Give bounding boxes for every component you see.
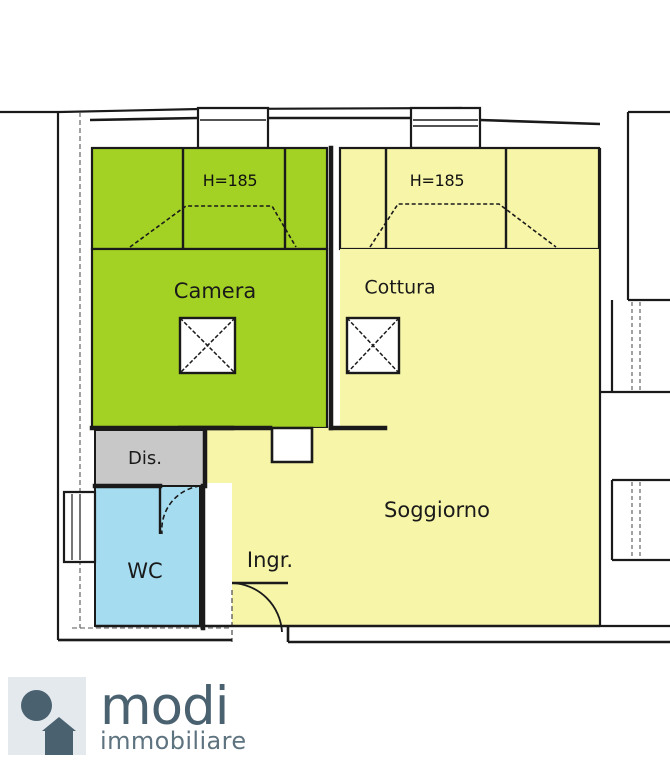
room-label-camera: Camera [174,279,256,303]
camera-niche-dividers [181,148,287,249]
living-area-fill [205,249,600,626]
brand-logo: modi immobiliare [8,668,278,764]
room-label-disimpegno: Dis. [128,448,162,469]
top-alcove-camera [196,106,270,150]
entrance-door [231,581,288,642]
room-label-wc: WC [127,559,162,583]
logo-wordmark: modi [100,675,229,737]
height-annotation-cottura: H=185 [410,171,464,190]
alcove-sill-lines [200,119,478,127]
camera-main-area [90,247,329,430]
adjacent-structure-lines [72,112,232,629]
top-alcove-cottura [409,106,482,150]
top-wall-run [89,116,601,126]
height-annotation-camera: H=185 [203,171,257,190]
room-label-cottura: Cottura [364,277,435,299]
column-marker-cottura [345,316,401,375]
circle-icon [21,690,52,721]
logo-text-block: modi immobiliare [100,680,247,753]
logo-tagline: immobiliare [100,726,247,755]
logo-mark-panel [8,677,86,755]
room-label-ingresso: Ingr. [247,548,293,572]
left-window-mullions [71,494,81,560]
bottom-wall-run [58,624,670,644]
wc-area [94,485,201,627]
soggiorno-pillar-alcove [270,426,314,464]
internal-walls [89,145,388,631]
wc-door [158,485,201,535]
right-window-mullions [631,302,641,558]
right-exterior-wall [598,148,670,628]
column-marker-camera [178,316,237,375]
camera-upper-strip [90,146,329,251]
floor-plan-drawing: Camera Cottura Soggiorno Ingr. Dis. WC H… [0,106,670,644]
sloped-ceiling-indicators-camera [129,205,297,248]
room-label-soggiorno: Soggiorno [384,498,490,522]
cottura-niche-dividers [384,148,508,249]
